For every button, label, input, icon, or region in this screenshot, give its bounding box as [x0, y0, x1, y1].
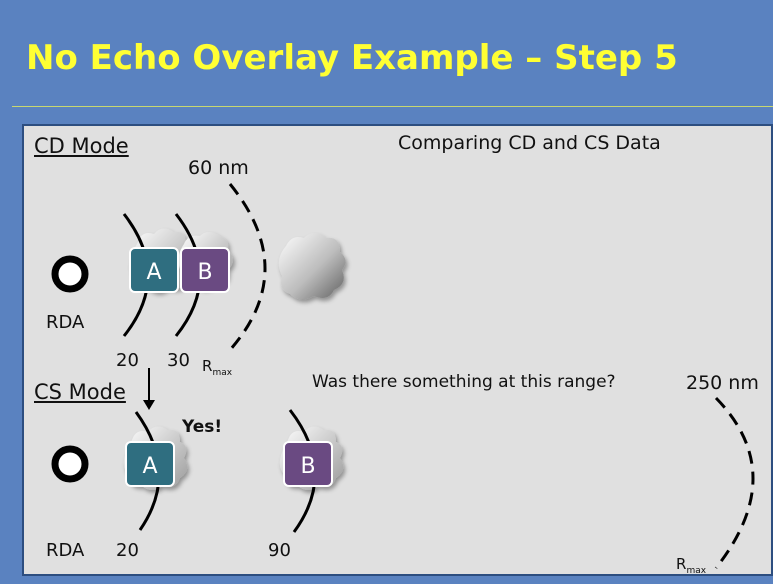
- cs-rda-icon: [51, 445, 89, 483]
- cs-rda-label: RDA: [46, 540, 85, 561]
- cs-echo-b-label: B: [300, 454, 315, 479]
- cs-arc2-label: 90: [268, 540, 291, 561]
- cd-arc2-label: 30: [167, 350, 190, 371]
- cs-echo-a-box: [125, 441, 175, 487]
- cd-range-label: 60 nm: [188, 157, 249, 179]
- mode-arrowhead-icon: [143, 400, 155, 410]
- title-divider: [12, 106, 773, 107]
- cs-rmax-label: Rmax: [676, 555, 707, 576]
- cs-question: Was there something at this range?: [312, 372, 616, 392]
- cs-echo-b-box: [283, 441, 333, 487]
- slide-title: No Echo Overlay Example – Step 5: [26, 38, 678, 78]
- diagram-panel: [22, 124, 773, 576]
- cd-rda-icon: [51, 255, 89, 293]
- cs-arc1-label: 20: [116, 540, 139, 561]
- cs-answer-label: Yes!: [182, 417, 223, 437]
- cs-arc-250-rmax: [714, 396, 755, 569]
- cs-echo-a-label: A: [142, 454, 157, 479]
- cs-range-label: 250 nm: [686, 372, 759, 394]
- cd-rda-label: RDA: [46, 312, 85, 333]
- cd-far-cloud-icon: [278, 233, 346, 300]
- cd-echo-b-box: [180, 247, 230, 293]
- cd-arc-60-rmax: [228, 183, 267, 351]
- cd-echo-b-label: B: [197, 260, 212, 285]
- cd-mode-label: CD Mode: [34, 134, 129, 158]
- cd-echo-a-box: [129, 247, 179, 293]
- cd-echo-a-label: A: [146, 260, 161, 285]
- cs-mode-label: CS Mode: [34, 380, 126, 404]
- cd-arc1-label: 20: [116, 350, 139, 371]
- cd-rmax-label: Rmax: [202, 357, 233, 378]
- cd-heading: Comparing CD and CS Data: [398, 132, 661, 154]
